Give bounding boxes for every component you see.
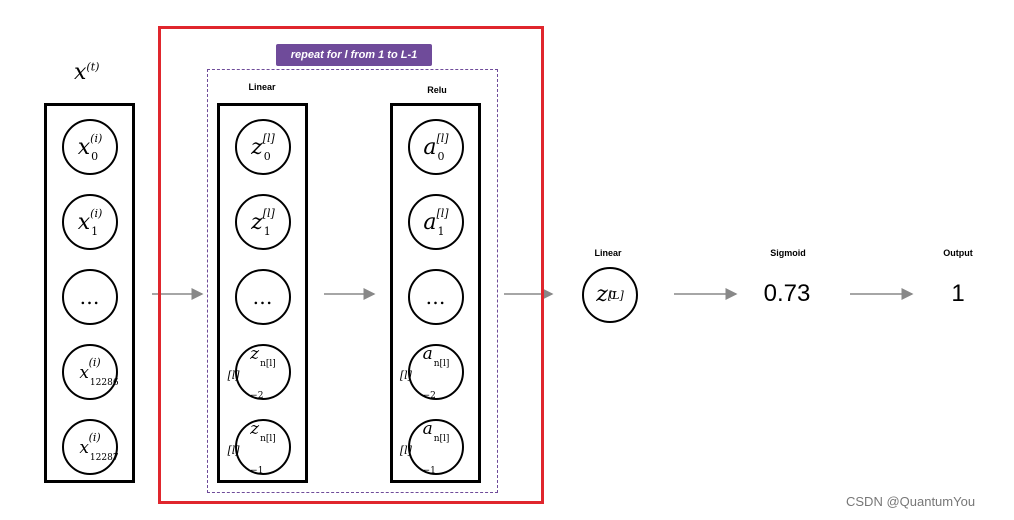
node-sub: n[l]−2 — [250, 358, 276, 401]
node-base: z — [250, 343, 260, 364]
neuron-node: x0 (i) — [62, 119, 118, 175]
node-base: z — [251, 134, 263, 160]
neuron-node: x1 (i) — [62, 194, 118, 250]
node-sub: 12286 — [89, 378, 119, 388]
neuron-node: z1 [l] — [235, 194, 291, 250]
watermark: CSDN @QuantumYou — [846, 494, 976, 509]
node-sup: (i) — [88, 431, 101, 444]
node-sup: [l] — [262, 131, 275, 145]
ellipsis: … — [79, 285, 101, 309]
node-sub: 0 — [437, 149, 445, 163]
neuron-node: … — [62, 269, 118, 325]
output-value: 1 — [951, 280, 965, 307]
node-sub: n[l]−1 — [250, 433, 276, 476]
relu-column-label: Relu — [427, 85, 447, 95]
node-base: x — [77, 209, 91, 235]
node-sub: 1 — [263, 224, 271, 238]
node-base: a — [423, 134, 437, 160]
node-sup: (i) — [88, 356, 101, 369]
ellipsis: … — [252, 285, 274, 309]
sigmoid-label: Sigmoid — [770, 248, 806, 258]
neuron-node: … — [235, 269, 291, 325]
neuron-node: zn[l]−2 [l] — [227, 343, 291, 401]
neuron-node: a0 [l] — [408, 119, 464, 175]
repeat-dotted-box — [207, 69, 498, 493]
node-sub: 12287 — [89, 453, 119, 463]
neuron-node: zn[l]−1 [l] — [227, 418, 291, 476]
neuron-node: x12286 (i) — [62, 344, 119, 400]
node-base: a — [422, 343, 433, 364]
neuron-node: a1 [l] — [408, 194, 464, 250]
node-sup: [l] — [227, 368, 240, 382]
neuron-node: x12287 (i) — [62, 419, 119, 475]
node-sup: [L] — [607, 288, 624, 302]
neuron-node: an[l]−2 [l] — [400, 343, 464, 401]
node-sub: n[l]−1 — [422, 433, 450, 476]
node-sup: (i) — [90, 206, 103, 220]
node-base: x — [77, 134, 91, 160]
node-base: x — [79, 363, 89, 383]
ellipsis: … — [425, 285, 447, 309]
neuron-node: … — [408, 269, 464, 325]
node-base: z — [251, 209, 263, 235]
node-sup: [l] — [399, 368, 412, 382]
node-sub: 0 — [608, 288, 616, 302]
node-sup: [l] — [227, 443, 240, 457]
node-sup: [l] — [262, 206, 275, 220]
input-title-sup: (t) — [86, 60, 100, 74]
node-sub: n[l]−2 — [422, 358, 450, 401]
input-title-base: x — [74, 60, 87, 85]
node-sub: 1 — [91, 224, 99, 238]
node-base: a — [423, 209, 437, 235]
output-label: Output — [943, 248, 973, 258]
input-title: x(t) — [74, 60, 99, 85]
node-base: z — [596, 282, 608, 307]
repeat-banner: repeat for l from 1 to L-1 — [276, 44, 432, 66]
sigmoid-value: 0.73 — [763, 280, 811, 307]
node-base: x — [79, 438, 89, 458]
final-linear-label: Linear — [594, 248, 622, 258]
node-sub: 0 — [263, 149, 271, 163]
node-sub: 1 — [437, 224, 445, 238]
neuron-node: z0 [l] — [235, 119, 291, 175]
node-base: a — [422, 418, 433, 439]
node-sub: 0 — [91, 149, 99, 163]
linear-column-label: Linear — [248, 82, 276, 92]
repeat-highlight-box — [158, 26, 544, 504]
node-base: z — [250, 418, 260, 439]
node-sup: (i) — [90, 131, 103, 145]
neuron-node: an[l]−1 [l] — [400, 418, 464, 476]
node-sup: [l] — [436, 131, 449, 145]
node-sup: [l] — [399, 443, 412, 457]
node-sup: [l] — [436, 206, 449, 220]
